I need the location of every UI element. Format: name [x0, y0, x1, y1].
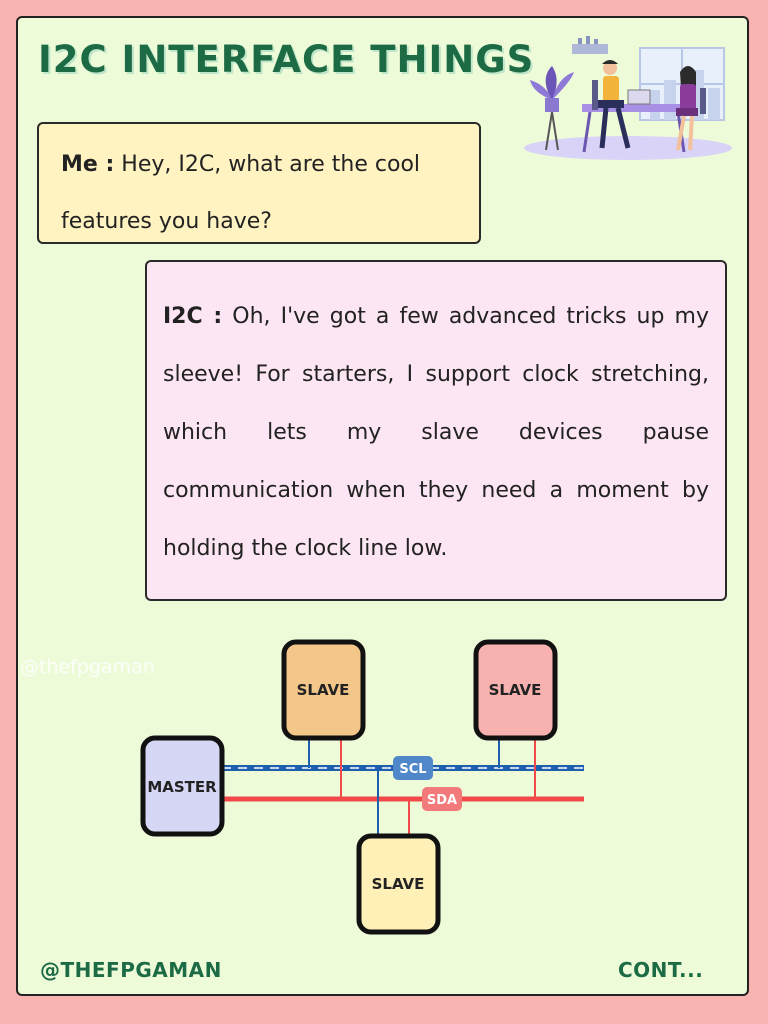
scl-label-box — [393, 756, 433, 780]
speech-bubble-i2c: I2C : Oh, I've got a few advanced tricks… — [145, 260, 727, 601]
slave1-label: SLAVE — [297, 681, 350, 699]
footer-handle: @THEFPGAMAN — [40, 958, 222, 982]
sda-label-box — [422, 787, 462, 811]
sda-label: SDA — [427, 793, 457, 808]
master-label: MASTER — [147, 778, 217, 796]
message-i2c: Oh, I've got a few advanced tricks up my… — [163, 304, 709, 561]
page-title: I2C INTERFACE THINGS — [38, 38, 535, 81]
slave2-label: SLAVE — [489, 681, 542, 699]
speaker-me: Me : — [61, 152, 115, 177]
speaker-i2c: I2C : — [163, 304, 223, 329]
slave2-node — [473, 639, 558, 741]
speech-bubble-me: Me : Hey, I2C, what are the cool feature… — [37, 122, 481, 244]
slave3-label: SLAVE — [372, 875, 425, 893]
footer-continue: CONT... — [618, 958, 704, 982]
slave1-node — [281, 639, 366, 741]
scl-label: SCL — [399, 762, 426, 777]
watermark-handle: @thefpgaman — [20, 656, 155, 678]
master-node — [140, 735, 225, 837]
slave3-node — [356, 833, 441, 935]
message-me: Hey, I2C, what are the cool features you… — [61, 152, 421, 234]
